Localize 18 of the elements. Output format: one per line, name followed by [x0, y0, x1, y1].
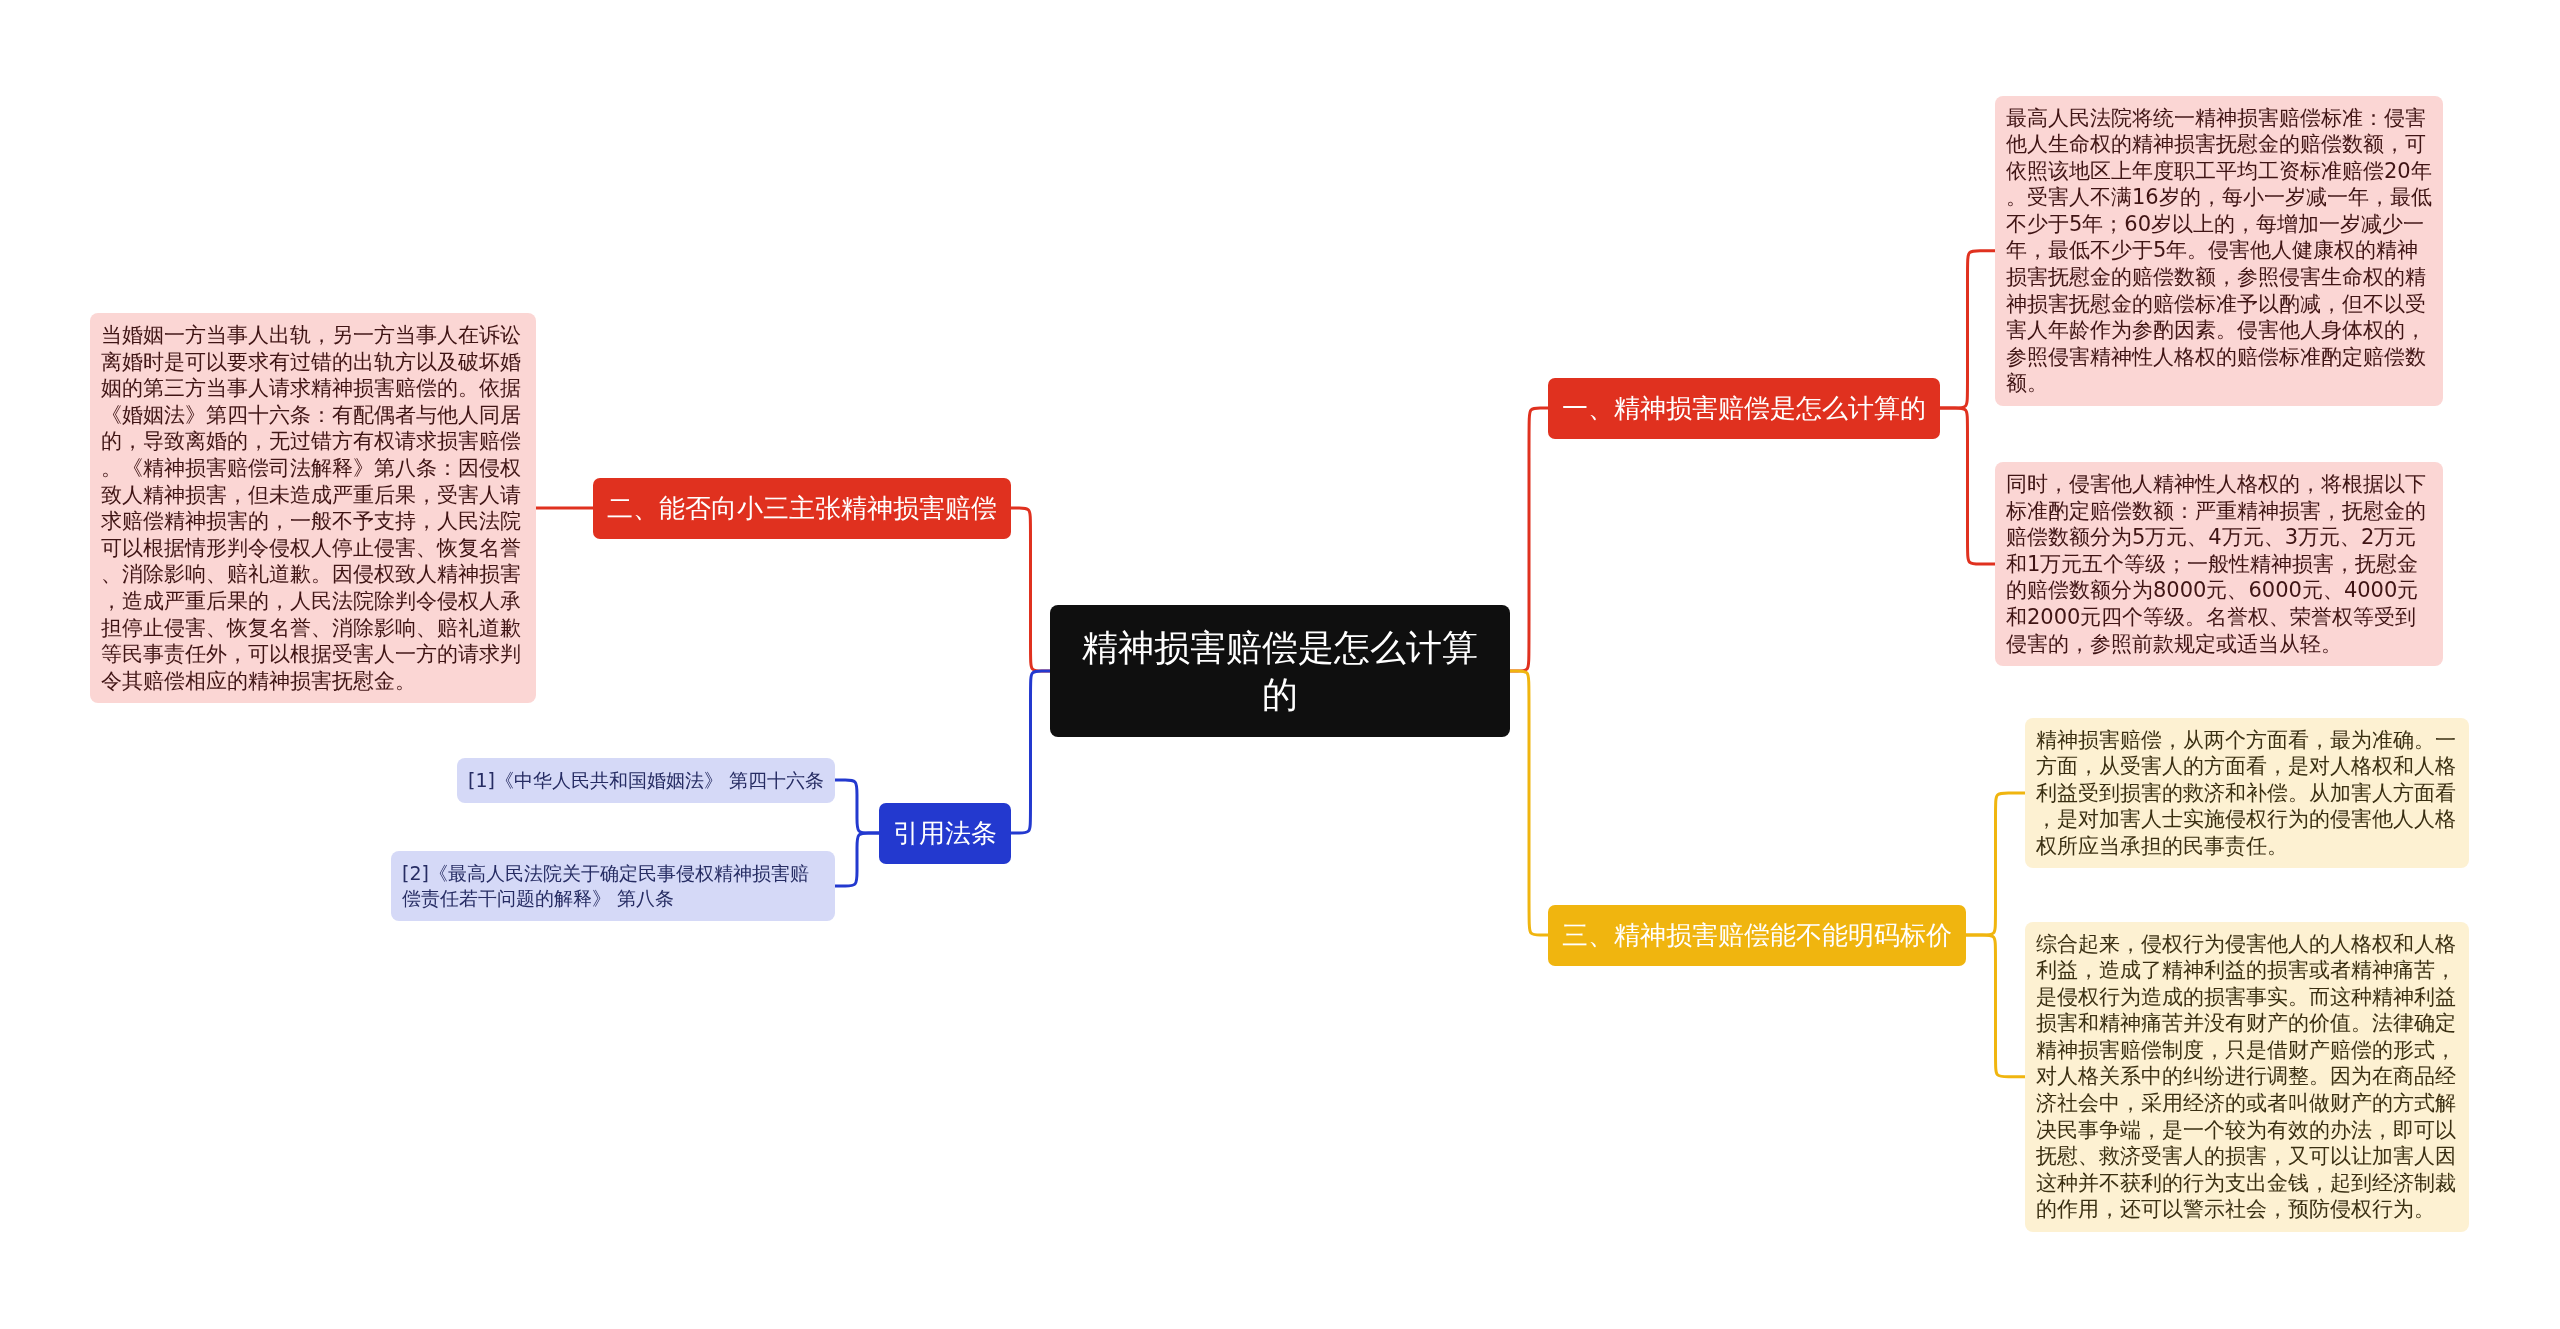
note-text-box: 综合起来，侵权行为侵害他人的人格权和人格利益，造成了精神利益的损害或者精神痛苦，是侵权行为造成的损害事实。而这种精神利益损害和精神痛苦并没有财产的价值。法律确定精神损害赔偿制度，只是借财产赔偿的形式，对人格关系中的纠纷进行调整。因为在商品经济社会中，采用经济的或者叫做财产的方式解决民事争端，是一个较为有效的办法，即可以抚慰、救济受害人的损害，又可以让加害人因这种并不获利的行为支出金钱，起到经济制裁的作用，还可以警示社会，预防侵权行为。 — [2025, 921, 2469, 1233]
connector-line — [1009, 669, 1052, 835]
note-text-box: 精神损害赔偿，从两个方面看，最为准确。一方面，从受害人的方面看，是对人格权和人格利益受到损害的救济和补偿。从加害人方面看，是对加害人士实施侵权行为的侵害他人人格权所应当承担的民事责任。 — [2025, 717, 2469, 869]
reference-box: [1]《中华人民共和国婚姻法》 第四十六条 — [457, 757, 835, 803]
connector-line — [1508, 669, 1550, 937]
connector-line — [1938, 406, 1997, 566]
connector-line — [1964, 933, 2027, 1079]
branch-topic: 二、能否向小三主张精神损害赔偿 — [593, 477, 1011, 539]
central-topic: 精神损害赔偿是怎么计算的 — [1050, 605, 1510, 737]
connector-line — [534, 506, 595, 510]
reference-box: [2]《最高人民法院关于确定民事侵权精神损害赔偿责任若干问题的解释》 第八条 — [391, 851, 835, 921]
note-text-box: 最高人民法院将统一精神损害赔偿标准：侵害他人生命权的精神损害抚慰金的赔偿数额，可依照该地区上年度职工平均工资标准赔偿20年。受害人不满16岁的，每小一岁减一年，最低不少于5年；60岁以上的，每增加一岁减少一年，最低不少于5年。侵害他人健康权的精神损害抚慰金的赔偿数额，参照侵害生命权的精神损害抚慰金的赔偿标准予以酌减，但不以受害人年龄作为参酌因素。侵害他人身体权的，参照侵害精神性人格权的赔偿标准酌定赔偿数额。 — [1995, 95, 2443, 407]
connector-line — [833, 831, 881, 888]
branch-topic: 引用法条 — [879, 802, 1011, 864]
note-text-box: 当婚姻一方当事人出轨，另一方当事人在诉讼离婚时是可以要求有过错的出轨方以及破坏婚姻的第三方当事人请求精神损害赔偿的。依据《婚姻法》第四十六条：有配偶者与他人同居的，导致离婚的，无过错方有权请求损害赔偿。《精神损害赔偿司法解释》第八条：因侵权致人精神损害，但未造成严重后果，受害人请求赔偿精神损害的，一般不予支持，人民法院可以根据情形判令侵权人停止侵害、恢复名誉、消除影响、赔礼道歉。因侵权致人精神损害，造成严重后果的，人民法院除判令侵权人承担停止侵害、恢复名誉、消除影响、赔礼道歉等民事责任外，可以根据受害人一方的请求判令其赔偿相应的精神损害抚慰金。 — [90, 313, 536, 704]
branch-topic: 一、精神损害赔偿是怎么计算的 — [1548, 377, 1940, 439]
branch-topic: 三、精神损害赔偿能不能明码标价 — [1548, 904, 1966, 966]
note-text-box: 同时，侵害他人精神性人格权的，将根据以下标准酌定赔偿数额：严重精神损害，抚慰金的赔偿数额分为5万元、4万元、3万元、2万元和1万元五个等级；一般性精神损害，抚慰金的赔偿数额分为8000元、6000元、4000元和2000元四个等级。名誉权、荣誉权等受到侵害的，参照前款规定或适当从轻。 — [1995, 462, 2443, 667]
